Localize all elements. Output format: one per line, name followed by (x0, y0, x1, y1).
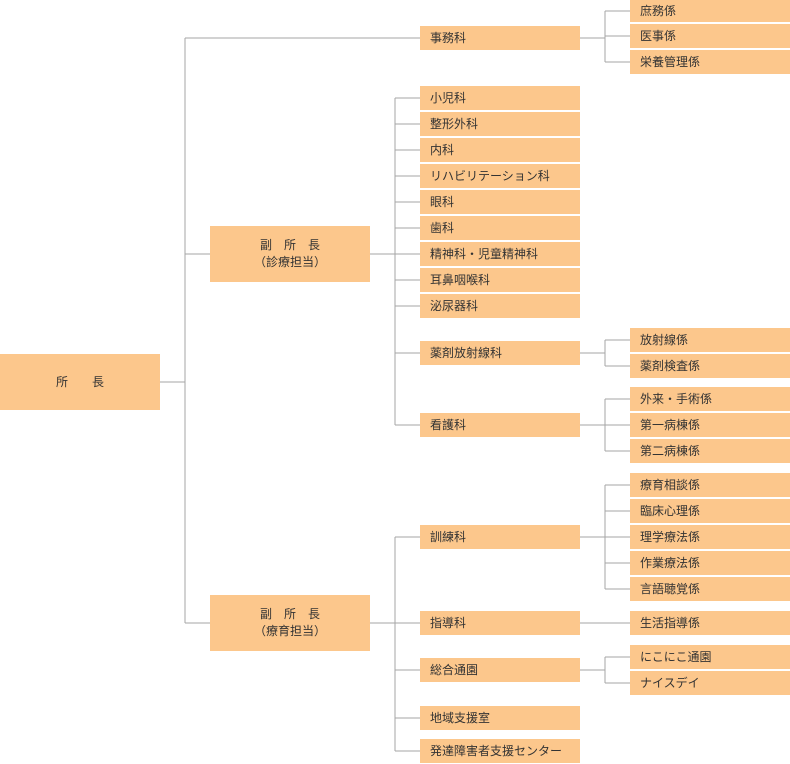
deputy-director-care-box: 副 所 長 （療育担当） (210, 595, 370, 651)
section-general-affairs: 庶務係 (630, 0, 790, 22)
section-nice-day: ナイスデイ (630, 671, 790, 695)
section-physical-therapy: 理学療法係 (630, 525, 790, 549)
dept-ophthalmology: 眼科 (420, 190, 580, 214)
deputy-role: （診療担当） (253, 255, 326, 269)
section-ward-2: 第二病棟係 (630, 439, 790, 463)
dept-pediatrics: 小児科 (420, 86, 580, 110)
dept-otolaryngology: 耳鼻咽喉科 (420, 268, 580, 292)
deputy-title: 副 所 長 (259, 607, 320, 621)
dept-day-care: 総合通園 (420, 658, 580, 682)
dept-internal-medicine: 内科 (420, 138, 580, 162)
connector-care-departments (370, 536, 420, 752)
section-medical-affairs: 医事係 (630, 24, 790, 48)
connector-training-sections (580, 484, 630, 590)
deputy-director-medical-box: 副 所 長 （診療担当） (210, 226, 370, 282)
connector-pharmacy-sections (580, 339, 630, 367)
section-care-consultation: 療育相談係 (630, 473, 790, 497)
section-ward-1: 第一病棟係 (630, 413, 790, 437)
connector-daycare-sections (580, 656, 630, 684)
section-nutrition: 栄養管理係 (630, 50, 790, 74)
connector-medical-departments (370, 97, 420, 426)
section-life-guidance: 生活指導係 (630, 611, 790, 635)
dept-nursing: 看護科 (420, 413, 580, 437)
dept-urology: 泌尿器科 (420, 294, 580, 318)
section-speech-therapy: 言語聴覚係 (630, 577, 790, 601)
section-clinical-psychology: 臨床心理係 (630, 499, 790, 523)
dept-community-support: 地域支援室 (420, 706, 580, 730)
director-box: 所 長 (0, 354, 160, 410)
dept-psychiatry: 精神科・児童精神科 (420, 242, 580, 266)
deputy-title: 副 所 長 (259, 238, 320, 252)
deputy-role: （療育担当） (253, 624, 326, 638)
section-nikoniko-daycare: にこにこ通園 (630, 645, 790, 669)
dept-pharmacy-radiology: 薬剤放射線科 (420, 341, 580, 365)
section-outpatient-surgery: 外来・手術係 (630, 387, 790, 411)
director-title: 所 長 (55, 374, 104, 389)
dept-training: 訓練科 (420, 525, 580, 549)
dept-office: 事務科 (420, 26, 580, 50)
dept-rehabilitation: リハビリテーション科 (420, 164, 580, 188)
dept-dentistry: 歯科 (420, 216, 580, 240)
section-pharmacy-testing: 薬剤検査係 (630, 354, 790, 378)
section-occupational-therapy: 作業療法係 (630, 551, 790, 575)
connector-director-trunk (160, 37, 420, 624)
section-radiology: 放射線係 (630, 328, 790, 352)
connector-nursing-sections (580, 398, 630, 452)
dept-guidance: 指導科 (420, 611, 580, 635)
dept-orthopedics: 整形外科 (420, 112, 580, 136)
dept-developmental-support-center: 発達障害者支援センター (420, 739, 580, 763)
connector-office-sections (580, 10, 630, 63)
